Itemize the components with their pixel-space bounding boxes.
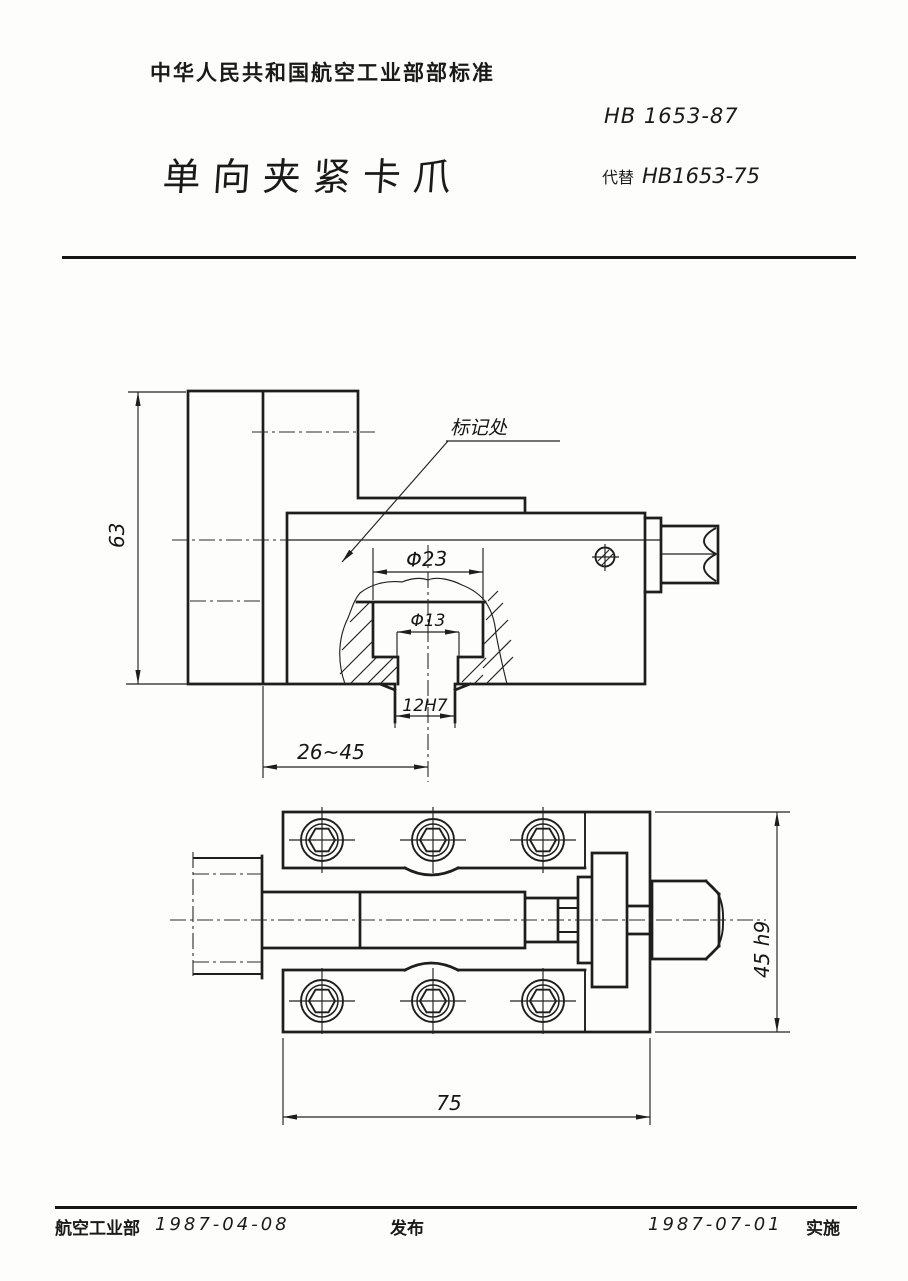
bolt-chamfer-arcs [703, 527, 717, 582]
socket-screw-icon [509, 806, 577, 874]
socket-screw-icon [288, 806, 356, 874]
bolt-head-chamfer-arcs [707, 882, 724, 958]
supersede-line: 代替 HB1653-75 [602, 164, 760, 188]
dim-text-45h9: 45 h9 [750, 921, 774, 978]
footer-impl-date: 1987-07-01 [648, 1214, 783, 1235]
dim-bore-phi13: Φ13 [396, 611, 460, 657]
socket-screw-icon [288, 967, 356, 1035]
plan-view: 45 h9 75 [170, 806, 790, 1125]
socket-screw-icon [399, 967, 467, 1035]
rail-bumps [403, 866, 460, 972]
dim-width-45h9: 45 h9 [655, 811, 790, 1033]
dim-travel-26-45: 26~45 [262, 686, 428, 778]
leader-arrowhead [342, 549, 354, 562]
set-screw-icon [592, 544, 619, 571]
standard-number: HB 1653-87 [604, 104, 739, 128]
footer-divider [55, 1206, 857, 1209]
dim-text-75: 75 [436, 1091, 461, 1115]
footer-issue-date: 1987-04-08 [155, 1214, 290, 1235]
footer-impl-label: 实施 [806, 1219, 840, 1238]
plan-view-outline [193, 810, 724, 1034]
footer-issue-label: 发布 [390, 1219, 424, 1238]
marking-leader: 标记处 [341, 418, 560, 563]
dim-tenon-12h7: 12H7 [394, 696, 456, 728]
dim-text-phi13: Φ13 [410, 611, 445, 631]
socket-screw-icon [509, 967, 577, 1035]
standard-org-line: 中华人民共和国航空工业部部标准 [150, 62, 495, 85]
footer-issuer: 航空工业部 [55, 1219, 140, 1238]
supersede-number: HB1653-75 [642, 164, 760, 188]
bolt-outline [643, 516, 720, 594]
side-view: 63 Φ23 Φ13 12H7 26~45 [105, 389, 720, 782]
dim-length-75: 75 [282, 1038, 651, 1125]
dim-text-12h7: 12H7 [402, 696, 447, 716]
leader-label: 标记处 [450, 418, 508, 439]
supersede-label: 代替 [602, 170, 635, 187]
dim-bore-phi23: Φ23 [372, 546, 484, 600]
dim-text-phi23: Φ23 [406, 546, 448, 571]
section-hatching [339, 590, 514, 685]
plan-view-centerlines [170, 852, 766, 980]
dim-text-26-45: 26~45 [297, 740, 365, 764]
side-view-centerlines [172, 431, 429, 782]
socket-screw-icon [399, 806, 467, 874]
header-divider [62, 256, 856, 259]
dim-text-63: 63 [105, 523, 129, 548]
dim-height-63: 63 [105, 391, 255, 685]
